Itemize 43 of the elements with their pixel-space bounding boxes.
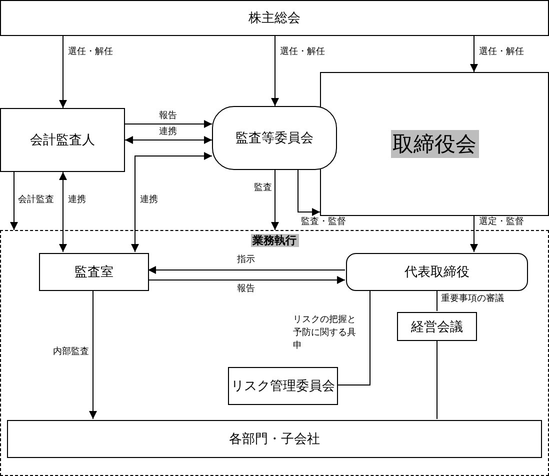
highlighted-title: 取締役会 bbox=[390, 130, 478, 158]
arrow bbox=[271, 36, 279, 106]
board-box bbox=[320, 72, 549, 216]
arrow bbox=[124, 136, 212, 144]
arrow bbox=[470, 36, 478, 72]
rounded-box: 監査等委員会 bbox=[212, 106, 337, 170]
edge-label: 連携 bbox=[67, 195, 87, 206]
arrow bbox=[271, 170, 279, 230]
edge-label: 選任・解任 bbox=[478, 47, 525, 58]
rounded-box: 代表取締役 bbox=[346, 253, 528, 291]
arrow bbox=[298, 170, 320, 216]
arrow bbox=[131, 152, 212, 252]
edge-label: 選任・解任 bbox=[67, 47, 114, 58]
arrow bbox=[59, 36, 67, 108]
arrow bbox=[148, 276, 346, 284]
process-box: 会計監査人 bbox=[0, 108, 125, 172]
edge-label: 選任・解任 bbox=[279, 47, 326, 58]
connector-line bbox=[336, 290, 370, 386]
edge-label: 連携 bbox=[158, 127, 178, 138]
process-box: 経営会議 bbox=[397, 312, 477, 341]
arrow bbox=[148, 266, 346, 274]
edge-label: 報告 bbox=[158, 111, 178, 122]
edge-label: 指示 bbox=[236, 255, 256, 266]
arrow bbox=[10, 172, 18, 230]
edge-label: 会計監査 bbox=[17, 195, 55, 206]
process-box: 株主総会 bbox=[0, 0, 549, 36]
connector-line bbox=[436, 290, 438, 312]
connector-line bbox=[436, 340, 438, 420]
edge-label: 報告 bbox=[236, 284, 256, 295]
arrow bbox=[89, 290, 97, 420]
process-box: 監査室 bbox=[39, 253, 149, 291]
arrow bbox=[470, 216, 478, 252]
edge-label: 連携 bbox=[139, 195, 159, 206]
process-box: 各部門・子会社 bbox=[7, 420, 542, 458]
edge-label: 内部監査 bbox=[52, 347, 90, 358]
process-box: リスク管理委員会 bbox=[228, 367, 338, 405]
arrow bbox=[124, 120, 212, 128]
edge-label: 選定・監督 bbox=[478, 217, 525, 228]
arrow bbox=[59, 172, 67, 252]
edge-label: 監査 bbox=[253, 183, 273, 194]
edge-label: 監査・監督 bbox=[300, 217, 347, 228]
section-heading: 業務執行 bbox=[250, 234, 298, 247]
edge-label: 重要事項の審議 bbox=[440, 294, 505, 305]
